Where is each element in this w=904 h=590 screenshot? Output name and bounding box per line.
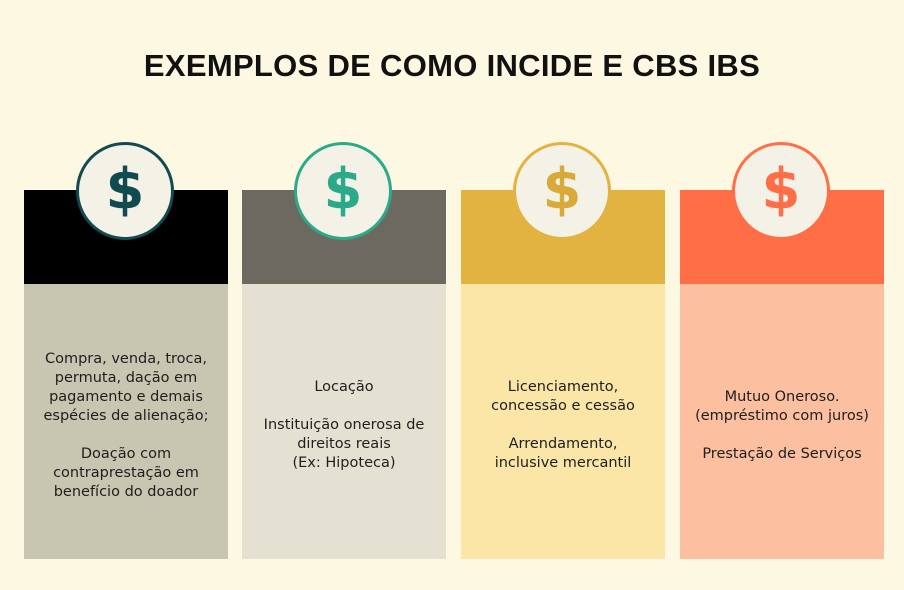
card-paragraph: Mutuo Oneroso. (empréstimo com juros) — [695, 388, 869, 426]
icon-circle: $ — [76, 142, 174, 240]
text-line: inclusive mercantil — [494, 455, 632, 471]
text-line: contraprestação em — [53, 464, 199, 481]
text-line: concessão e cessão — [491, 398, 635, 414]
dollar-icon: $ — [761, 157, 801, 222]
card-paragraph: Instituição onerosa de direitos reais (E… — [264, 416, 425, 473]
card-licenciamento: $ Licenciamento, concessão e cessão Arre… — [461, 142, 665, 559]
card-compra-venda: $ Compra, venda, troca, permuta, dação e… — [24, 142, 228, 559]
icon-circle: $ — [732, 142, 830, 240]
text-line: benefício do doador — [53, 483, 199, 500]
icon-circle: $ — [294, 142, 392, 240]
card-text: Compra, venda, troca, permuta, dação em … — [32, 302, 220, 549]
text-line: permuta, dação em — [54, 369, 198, 386]
card-locacao: $ Locação Instituição onerosa de direito… — [242, 142, 446, 559]
dollar-icon: $ — [105, 157, 145, 222]
dollar-icon: $ — [323, 157, 363, 222]
text-line: Locação — [314, 379, 374, 395]
text-line: Mutuo Oneroso. — [724, 388, 840, 405]
card-body — [461, 284, 665, 559]
card-text: Locação Instituição onerosa de direitos … — [250, 302, 438, 549]
card-paragraph: Licenciamento, concessão e cessão — [491, 378, 635, 416]
card-text: Licenciamento, concessão e cessão Arrend… — [469, 302, 657, 549]
text-line: (Ex: Hipoteca) — [292, 455, 396, 471]
card-text: Mutuo Oneroso. (empréstimo com juros) Pr… — [688, 302, 876, 549]
page-title: EXEMPLOS DE COMO INCIDE E CBS IBS — [143, 48, 761, 83]
icon-circle: $ — [513, 142, 611, 240]
card-paragraph: Locação — [314, 378, 373, 397]
text-line: (empréstimo com juros) — [695, 407, 869, 424]
card-body — [24, 284, 228, 559]
card-paragraph: Compra, venda, troca, permuta, dação em … — [44, 350, 209, 426]
card-body — [680, 284, 884, 559]
card-body — [242, 284, 446, 559]
text-line: Instituição onerosa de — [263, 417, 425, 433]
text-line: espécies de alienação; — [43, 407, 209, 424]
text-line: pagamento e demais — [49, 388, 203, 405]
text-line: Arrendamento, — [508, 436, 618, 452]
text-line: Prestação de Serviços — [702, 445, 862, 462]
card-paragraph: Prestação de Serviços — [702, 445, 861, 464]
text-line: direitos reais — [297, 436, 391, 452]
dollar-icon: $ — [542, 157, 582, 222]
card-paragraph: Arrendamento, inclusive mercantil — [495, 435, 632, 473]
card-mutuo-oneroso: $ Mutuo Oneroso. (empréstimo com juros) … — [680, 142, 884, 559]
card-paragraph: Doação com contraprestação em benefício … — [53, 445, 199, 502]
text-line: Doação com — [80, 445, 172, 462]
text-line: Compra, venda, troca, — [44, 350, 208, 367]
text-line: Licenciamento, — [507, 379, 619, 395]
